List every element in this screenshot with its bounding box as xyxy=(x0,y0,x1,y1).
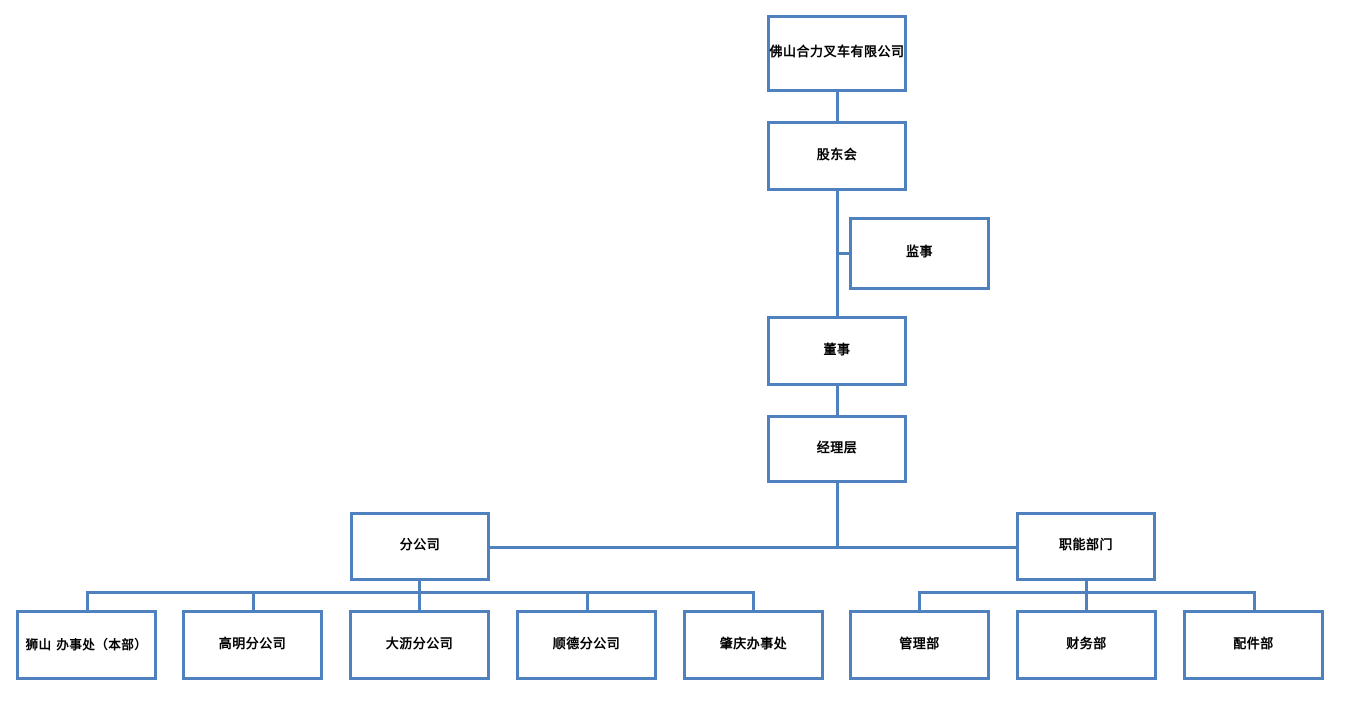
node-shareholders-meeting-label: 股东会 xyxy=(816,147,858,163)
node-department-2[interactable]: 财务部 xyxy=(1016,610,1157,680)
node-management[interactable]: 经理层 xyxy=(767,415,907,483)
node-branch-1[interactable]: 狮山 办事处（本部） xyxy=(16,610,157,680)
node-director[interactable]: 董事 xyxy=(767,316,907,386)
node-company[interactable]: 佛山合力叉车有限公司 xyxy=(767,15,907,92)
node-department-1[interactable]: 管理部 xyxy=(849,610,990,680)
node-department-3[interactable]: 配件部 xyxy=(1183,610,1324,680)
node-branches-group[interactable]: 分公司 xyxy=(350,512,490,581)
connector-branch-drop-1 xyxy=(86,591,89,611)
node-department-2-label: 财务部 xyxy=(1066,636,1107,652)
node-branch-5-label: 肇庆办事处 xyxy=(719,636,788,652)
node-functions-group[interactable]: 职能部门 xyxy=(1016,512,1156,581)
node-department-3-label: 配件部 xyxy=(1233,636,1274,652)
node-branch-3[interactable]: 大沥分公司 xyxy=(349,610,490,680)
connector-department-drop-2 xyxy=(1085,591,1088,611)
node-branch-5[interactable]: 肇庆办事处 xyxy=(683,610,824,680)
connector-supervisor-stub xyxy=(836,252,852,255)
node-branch-4[interactable]: 顺德分公司 xyxy=(516,610,657,680)
node-branch-4-label: 顺德分公司 xyxy=(552,636,621,652)
connector-department-drop-3 xyxy=(1253,591,1256,611)
node-management-label: 经理层 xyxy=(816,440,858,456)
connector-branch-drop-3 xyxy=(418,591,421,611)
node-branch-3-label: 大沥分公司 xyxy=(385,636,454,652)
connector-branch-drop-4 xyxy=(586,591,589,611)
connector-director-to-management xyxy=(836,386,839,415)
connector-departments-drop xyxy=(1085,581,1088,593)
node-supervisor[interactable]: 监事 xyxy=(849,217,990,290)
node-company-label: 佛山合力叉车有限公司 xyxy=(769,45,905,61)
connector-level5-bus xyxy=(490,546,1017,549)
node-branch-2-label: 高明分公司 xyxy=(218,636,287,652)
node-department-1-label: 管理部 xyxy=(899,636,940,652)
connector-department-drop-1 xyxy=(918,591,921,611)
node-branches-group-label: 分公司 xyxy=(399,538,441,554)
connector-company-to-shareholders xyxy=(836,92,839,121)
node-functions-group-label: 职能部门 xyxy=(1058,538,1113,554)
connector-management-to-level5 xyxy=(836,483,839,549)
connector-branch-drop-5 xyxy=(752,591,755,611)
node-shareholders-meeting[interactable]: 股东会 xyxy=(767,121,907,191)
connector-branch-drop-2 xyxy=(252,591,255,611)
node-branch-1-label: 狮山 办事处（本部） xyxy=(25,637,148,653)
node-director-label: 董事 xyxy=(823,342,851,358)
connector-branches-drop xyxy=(418,581,421,593)
node-supervisor-label: 监事 xyxy=(905,245,933,261)
node-branch-2[interactable]: 高明分公司 xyxy=(182,610,323,680)
